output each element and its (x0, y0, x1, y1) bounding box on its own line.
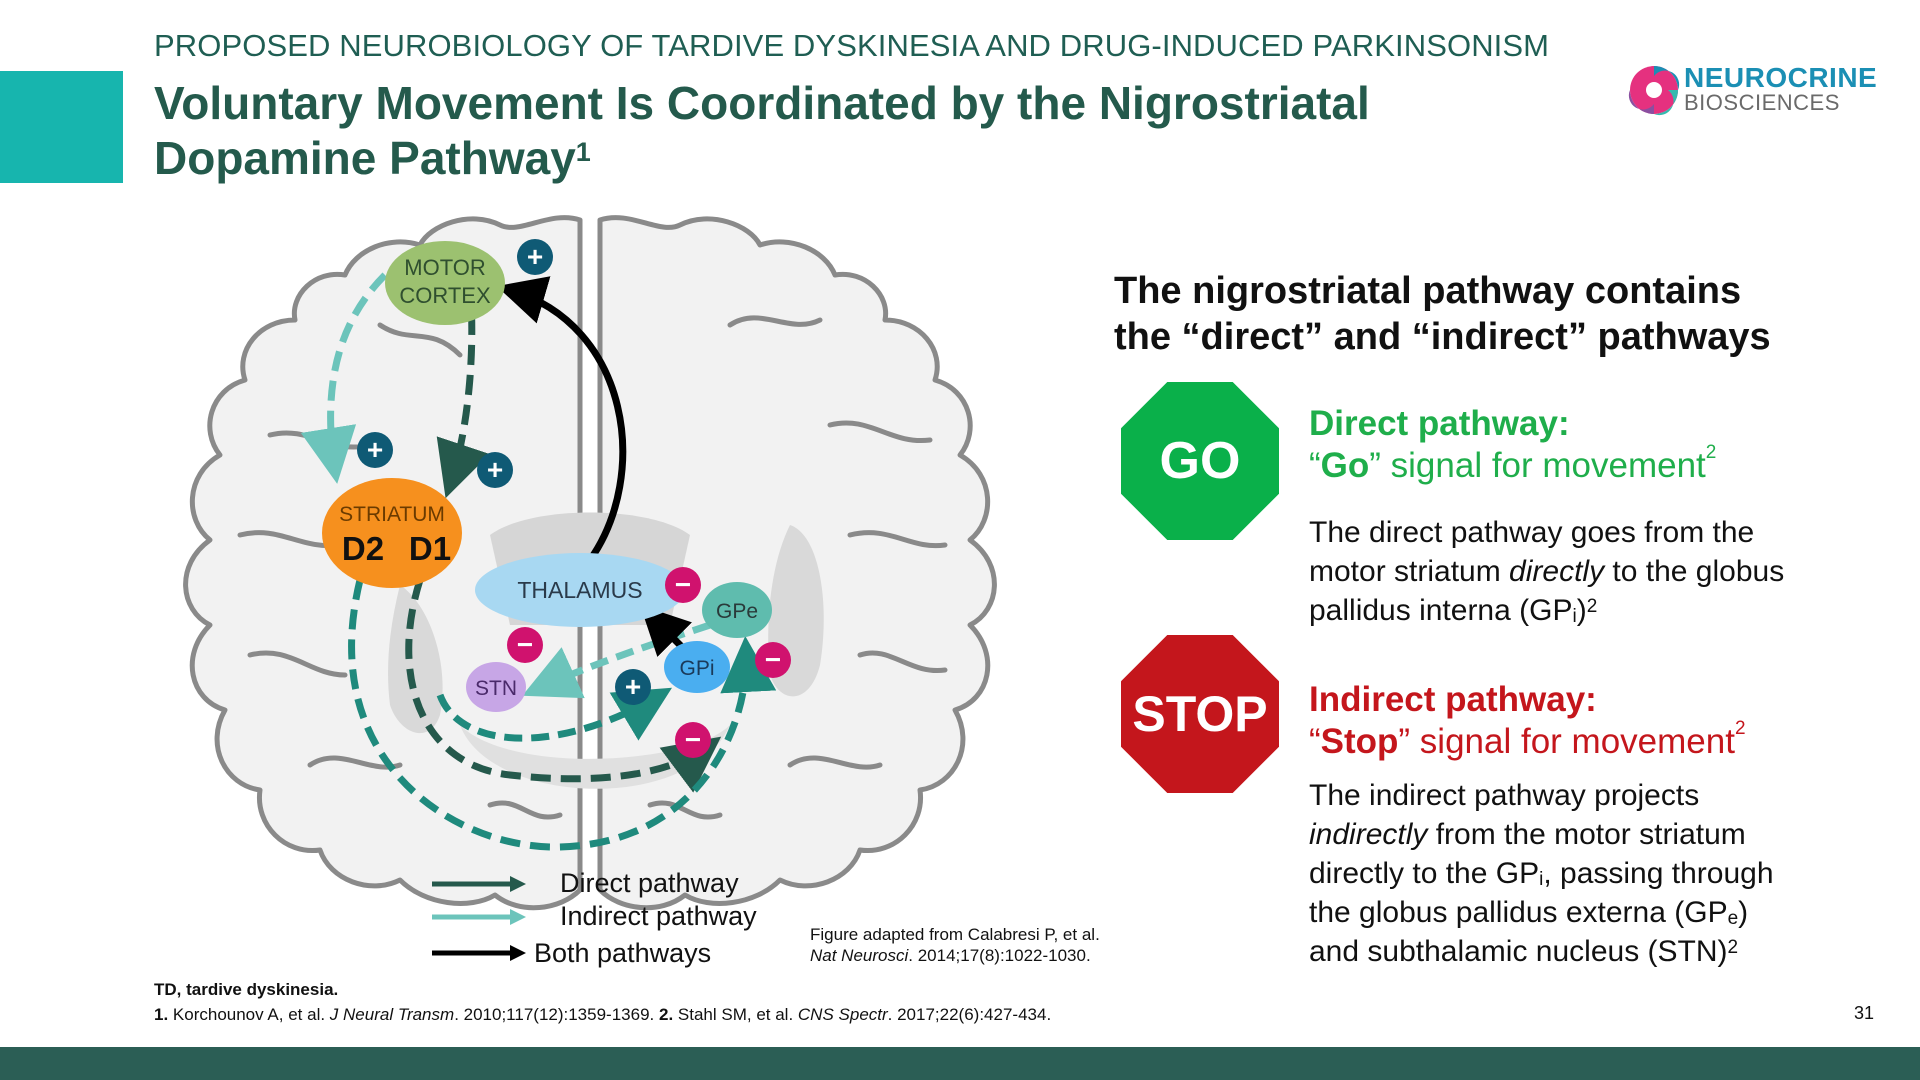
legend-both-label: Both pathways (534, 938, 712, 968)
right-heading: The nigrostriatal pathway contains the “… (1114, 268, 1874, 360)
title-superscript: 1 (575, 137, 591, 167)
caption-citation: . 2014;17(8):1022-1030. (908, 946, 1091, 965)
direct-pathway-description: The direct pathway goes from the motor s… (1309, 516, 1785, 627)
both-thalamus-to-cortex (496, 276, 627, 563)
stop-sign-icon: STOP (1121, 635, 1279, 793)
d1-label: D1 (409, 530, 451, 567)
svg-text:−: − (675, 569, 691, 600)
d2-label: D2 (342, 530, 384, 567)
indirect-cortex-to-striatum (300, 272, 388, 484)
thalamus-node (475, 553, 685, 627)
company-logo: NEUROCRINE BIOSCIENCES (1622, 58, 1892, 118)
stn-node (466, 662, 526, 712)
motor-cortex-label-line1: MOTOR (404, 255, 485, 280)
legend-direct-arrow-icon (432, 876, 526, 892)
references-footnote: 1. Korchounov A, et al. J Neural Transm.… (154, 1005, 1052, 1024)
legend-indirect-arrow-icon (432, 909, 526, 925)
direct-striatum-to-gpi (405, 578, 722, 793)
indirect-striatum-to-gpe (348, 579, 777, 851)
svg-text:−: − (765, 644, 781, 675)
figure-caption: Figure adapted from Calabresi P, et al. … (810, 924, 1100, 966)
legend-indirect-label: Indirect pathway (560, 901, 757, 931)
caption-line-1: Figure adapted from Calabresi P, et al. (810, 925, 1100, 944)
footer-bar (0, 1047, 1920, 1080)
pathway-diagram: MOTOR CORTEX STRIATUM D2 D1 THALAMUS GPe… (130, 205, 1060, 995)
logo-subtitle: BIOSCIENCES (1684, 90, 1840, 115)
caption-journal: Nat Neurosci (810, 946, 909, 965)
page-number: 31 (1854, 1003, 1875, 1023)
minus-icon: − (665, 567, 701, 603)
go-sign-icon: GO (1121, 382, 1279, 540)
indirect-pathway-description: The indirect pathway projects indirectly… (1309, 779, 1774, 968)
title-line-1: Voluntary Movement Is Coordinated by the… (154, 77, 1370, 129)
logo-swirl-icon (1628, 66, 1680, 116)
minus-icon: − (675, 722, 711, 758)
svg-text:−: − (517, 629, 533, 660)
svg-text:+: + (367, 434, 383, 465)
motor-cortex-label-line2: CORTEX (399, 283, 491, 308)
right-heading-line-2: the “direct” and “indirect” pathways (1114, 316, 1771, 358)
legend-both-arrow-icon (432, 945, 526, 961)
plus-icon: + (357, 432, 393, 468)
gpi-node (664, 641, 730, 693)
abbreviation-footnote: TD, tardive dyskinesia. (154, 980, 339, 999)
slide-title: Voluntary Movement Is Coordinated by the… (154, 76, 1484, 186)
svg-text:+: + (625, 671, 641, 702)
motor-cortex-node (385, 241, 505, 325)
title-line-2: Dopamine Pathway (154, 132, 576, 184)
svg-text:−: − (685, 724, 701, 755)
go-sign-label: GO (1159, 432, 1241, 490)
plus-icon: + (615, 669, 651, 705)
svg-text:+: + (487, 454, 503, 485)
indirect-stn-to-gpi (436, 687, 673, 742)
legend-direct-label: Direct pathway (560, 868, 739, 898)
both-gpi-to-thalamus (640, 605, 693, 658)
accent-block (0, 71, 123, 183)
minus-icon: − (507, 627, 543, 663)
striatum-node (322, 478, 462, 588)
gpe-node (702, 582, 772, 638)
direct-pathway-title: Direct pathway: (1309, 404, 1570, 443)
plus-icon: + (477, 452, 513, 488)
striatum-label: STRIATUM (339, 503, 445, 526)
plus-icon: + (517, 239, 553, 275)
minus-icon: − (755, 642, 791, 678)
section-kicker: PROPOSED NEUROBIOLOGY OF TARDIVE DYSKINE… (154, 28, 1550, 63)
indirect-gpe-to-stn (522, 621, 712, 699)
indirect-pathway-title: Indirect pathway: (1309, 680, 1597, 719)
indirect-pathway-subtitle: “Stop” signal for movement2 (1309, 718, 1746, 761)
gpe-label: GPe (716, 600, 758, 623)
stop-sign-label: STOP (1132, 686, 1268, 742)
thalamus-label: THALAMUS (517, 577, 642, 603)
logo-wordmark: NEUROCRINE (1684, 62, 1878, 93)
brain-diagram-svg: MOTOR CORTEX STRIATUM D2 D1 THALAMUS GPe… (183, 215, 997, 961)
direct-pathway-subtitle: “Go” signal for movement2 (1309, 442, 1717, 485)
stn-label: STN (475, 677, 517, 700)
svg-text:+: + (527, 241, 543, 272)
direct-cortex-to-striatum (436, 284, 490, 499)
right-heading-line-1: The nigrostriatal pathway contains (1114, 270, 1742, 312)
gpi-label: GPi (679, 657, 714, 680)
